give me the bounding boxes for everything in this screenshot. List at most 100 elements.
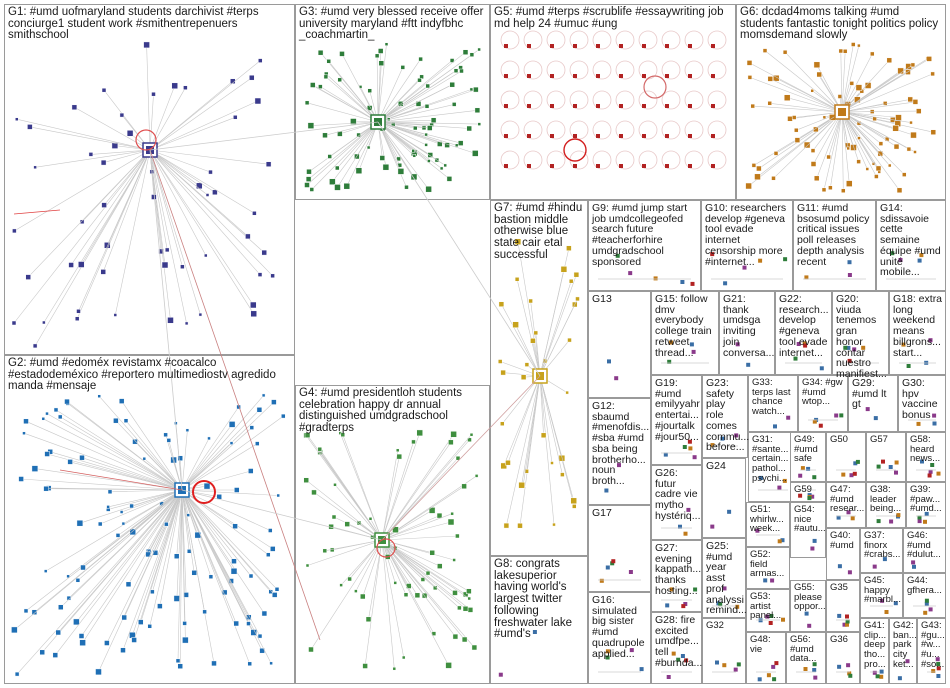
network-node [425, 185, 432, 193]
network-node [747, 75, 753, 80]
self-loop [615, 150, 635, 170]
network-node [74, 316, 80, 321]
edge-line [125, 420, 183, 491]
group-g26-label: G26: futur cadre vie mytho hystériq... [655, 467, 701, 522]
group-g33-cell: G33: terps last chance watch... [748, 375, 798, 432]
network-node [810, 89, 814, 93]
edge-line [830, 111, 843, 188]
group-g17-cell: G17 [588, 505, 651, 592]
edge-line [60, 489, 183, 608]
self-loop [592, 60, 612, 80]
edge-line [149, 149, 254, 314]
group-g2-label: G2: #umd #edoméx revistamx #coacalco #es… [8, 357, 280, 393]
network-node [274, 587, 280, 592]
network-node [596, 134, 600, 138]
network-node [688, 164, 692, 168]
network-node [710, 443, 715, 448]
network-node [881, 459, 885, 464]
edge-line [59, 469, 183, 491]
edge-line [181, 489, 249, 624]
network-node [711, 104, 715, 108]
network-node [271, 399, 277, 405]
network-node [469, 52, 475, 57]
self-loop [661, 120, 681, 140]
network-node [119, 510, 124, 514]
network-node [853, 461, 858, 466]
edge-line [381, 539, 404, 658]
edge-line [539, 269, 565, 377]
network-node [926, 56, 932, 62]
edge-line [328, 61, 379, 123]
network-node [459, 68, 464, 74]
edge-line [121, 489, 183, 513]
group-g4-label: G4: #umd presidentloh students celebrati… [299, 387, 466, 435]
network-node [566, 245, 572, 251]
edge-line [78, 149, 151, 312]
self-loop [707, 90, 727, 110]
edge-line [841, 58, 930, 113]
network-node [893, 601, 898, 606]
network-node [804, 611, 809, 616]
network-node [919, 253, 924, 258]
edge-line [181, 489, 265, 614]
group-g29-cell: G29: #umd lt gt [848, 375, 898, 432]
edge-line [381, 539, 395, 669]
network-node [758, 258, 763, 263]
edge-line [149, 149, 183, 491]
group-g27-label: G27: evening kappath... thanks hosting..… [655, 542, 702, 597]
edge-line [34, 149, 151, 347]
network-node [265, 161, 272, 167]
network-node [852, 347, 857, 352]
network-node [340, 432, 346, 438]
network-node [870, 51, 875, 57]
network-node [780, 538, 785, 543]
edge-line [377, 121, 429, 190]
network-node [504, 134, 508, 138]
network-node [619, 104, 623, 108]
network-node [653, 276, 658, 281]
edge-line [14, 149, 151, 232]
network-node [111, 142, 119, 149]
edge-line [149, 87, 186, 151]
network-node [15, 117, 19, 121]
network-node [58, 604, 64, 610]
edge-line [82, 489, 183, 568]
network-node [567, 337, 572, 343]
network-node [692, 455, 697, 460]
network-node [180, 264, 185, 269]
network-node [787, 116, 793, 122]
network-node [736, 662, 741, 667]
network-node [257, 633, 263, 639]
network-node [837, 94, 843, 99]
network-node [400, 65, 406, 70]
network-node [688, 74, 692, 78]
self-loop [638, 150, 658, 170]
network-node [936, 674, 941, 678]
edge-line [46, 488, 183, 491]
edge-line [841, 51, 846, 113]
network-node [113, 313, 118, 317]
edge-line [181, 489, 271, 531]
network-node [639, 667, 644, 672]
network-node [619, 44, 623, 48]
edge-line [773, 111, 843, 179]
network-node [131, 637, 137, 643]
edge-line [841, 111, 844, 191]
edge-line [90, 149, 151, 155]
edge-line [14, 489, 183, 631]
edge-line [16, 118, 151, 151]
network-node [203, 482, 211, 490]
network-node [813, 675, 818, 680]
edge-line [13, 209, 61, 215]
edge-line [381, 513, 453, 541]
edge-line [516, 279, 541, 377]
edge-line [140, 489, 183, 623]
edge-line [181, 409, 260, 491]
network-node [610, 561, 615, 566]
network-node [68, 262, 74, 268]
network-node [126, 130, 134, 137]
network-node [420, 577, 426, 582]
network-node [527, 104, 531, 108]
network-node [125, 581, 132, 588]
network-node [766, 673, 771, 678]
